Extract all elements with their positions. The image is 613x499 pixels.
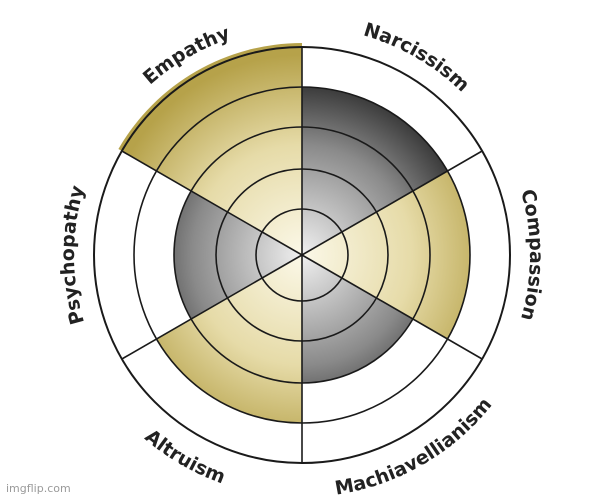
axis-label-altruism: Altruism xyxy=(141,425,229,488)
axis-label-machiavellianism: Machiavellianism xyxy=(333,393,496,499)
axis-label-narcissism: Narcissism xyxy=(361,19,474,96)
grid-spoke-5 xyxy=(121,254,303,360)
wedge-compassion xyxy=(302,171,470,339)
wedge-psychopathy xyxy=(174,191,302,319)
axis-label-psychopathy: Psychopathy xyxy=(57,182,89,326)
wedge-empathy xyxy=(118,43,302,255)
wedge-altruism xyxy=(156,255,302,423)
grid-spoke-2 xyxy=(301,150,483,256)
watermark: imgflip.com xyxy=(6,482,71,495)
wedge-machiavellianism xyxy=(302,255,413,383)
wedge-narcissism xyxy=(302,87,448,255)
grid-spoke-6 xyxy=(121,150,303,256)
grid-spoke-3 xyxy=(301,254,483,360)
axis-label-compassion: Compassion xyxy=(516,187,547,323)
